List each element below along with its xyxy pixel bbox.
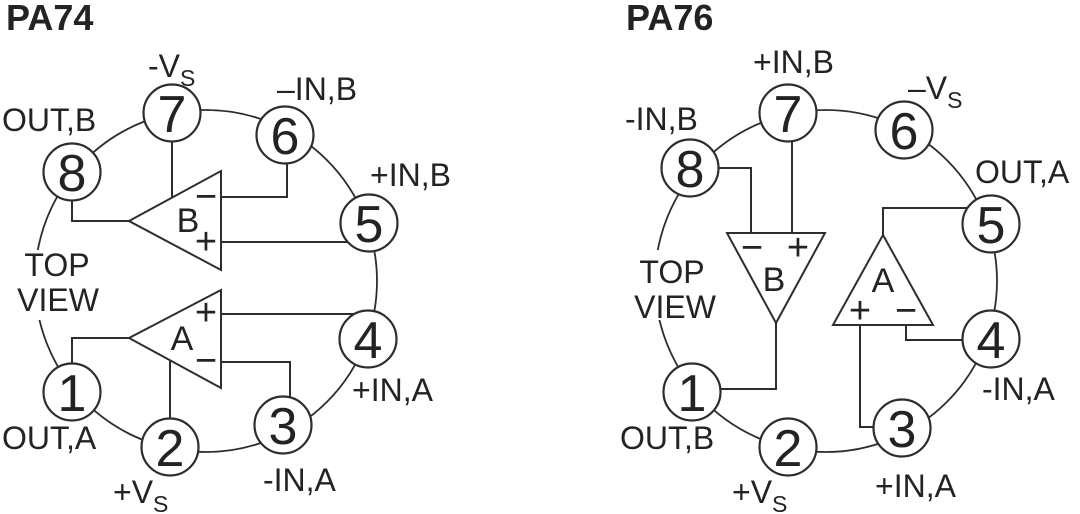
top-view-label-line2: VIEW: [634, 289, 717, 325]
opamp-a-triangle: [831, 232, 935, 326]
diagram-title: PA76: [626, 0, 713, 38]
opamp-b-triangle: [725, 232, 827, 326]
pin-2-number: 2: [774, 420, 803, 478]
pin-2-label: +VS: [732, 474, 787, 514]
opamp-a-letter: A: [872, 262, 895, 300]
pin-5-number: 5: [977, 197, 1006, 255]
pin-2-label: +VS: [113, 474, 168, 514]
opamp-b-letter: B: [763, 261, 786, 299]
pin-4-number: 4: [977, 312, 1006, 370]
pin-7-number: 7: [774, 86, 803, 144]
opamp-b-minus-sign: −: [195, 176, 217, 218]
pin-3-circle: [872, 398, 932, 458]
pin-3: 3: [253, 395, 313, 456]
view-label-backdrop: [632, 250, 720, 320]
diagram-pa76: PA76 B − + A + − 1 2 3: [620, 0, 1070, 514]
pin-4-label: +IN,A: [352, 372, 434, 408]
pin-8-label: -IN,B: [625, 101, 698, 137]
pin-5-circle: [961, 194, 1021, 254]
diagram-pa74: PA74 B − + A + − 1 2 3: [2, 0, 451, 514]
pin-1-circle: [662, 362, 722, 422]
pin-8-label: OUT,B: [2, 102, 96, 138]
pin-6-circle: [874, 100, 934, 160]
pin-8-circle: [42, 142, 102, 202]
opamp-a-plus-sign: +: [849, 290, 871, 332]
wire-pin8-to-ampB-output: [71, 200, 130, 222]
pin-5: 5: [961, 194, 1021, 255]
pin-8: 8: [42, 142, 102, 203]
opamp-b-letter: B: [177, 202, 200, 240]
pin-7: 7: [758, 83, 818, 144]
pin-5-circle: [339, 193, 399, 253]
pin-6-label: –IN,B: [277, 71, 357, 107]
wire-ampB-minus-to-pin6: [221, 164, 288, 198]
pin-1-number: 1: [58, 365, 87, 423]
pin-5: 5: [339, 193, 399, 254]
wire-ampA-output-to-pin5: [882, 207, 967, 235]
pin-2-number: 2: [156, 420, 185, 478]
opamp-a-letter: A: [171, 320, 194, 358]
pin-8-number: 8: [58, 145, 87, 203]
pin-3-circle: [253, 395, 313, 455]
opamp-b-plus-sign: +: [787, 227, 809, 269]
pin-6-number: 6: [271, 108, 300, 166]
opamp-a-minus-sign: −: [195, 340, 217, 382]
pin-7-circle: [142, 83, 202, 143]
pin-4: 4: [338, 309, 398, 370]
pin-3-number: 3: [269, 398, 298, 456]
pin-3: 3: [872, 398, 932, 459]
pin-4-label: -IN,A: [982, 371, 1056, 407]
diagram-title: PA74: [6, 0, 93, 38]
pin-7-circle: [758, 83, 818, 143]
top-view-label-line1: TOP: [639, 254, 704, 290]
pin-1-label: OUT,A: [2, 420, 97, 456]
wire-ampA-plus-to-pin3: [859, 325, 874, 428]
wire-pin1-to-ampA-output: [71, 337, 130, 364]
opamp-b-triangle: [126, 169, 222, 272]
pin-3-number: 3: [888, 401, 917, 459]
opamp-a-minus-sign: −: [895, 290, 917, 332]
pin-1-number: 1: [678, 365, 707, 423]
pin-6: 6: [874, 100, 934, 161]
top-view-label-line2: VIEW: [17, 282, 100, 318]
pin-6: 6: [255, 105, 315, 166]
pin-7-number: 7: [158, 86, 187, 144]
pin-3-label: +IN,A: [875, 468, 957, 504]
view-label-backdrop: [18, 250, 102, 320]
pin-7: 7: [142, 83, 202, 144]
pin-7-label: +IN,B: [753, 44, 834, 80]
wire-pin8-to-ampB-minus: [718, 167, 752, 233]
wire-ampA-minus-to-pin4: [905, 325, 962, 341]
opamp-a-plus-sign: +: [195, 292, 217, 334]
pin-5-label: OUT,A: [975, 154, 1070, 190]
top-view-label-line1: TOP: [24, 247, 89, 283]
pin-4: 4: [961, 309, 1021, 370]
pin-5-number: 5: [355, 196, 384, 254]
pin-2: 2: [140, 417, 200, 478]
pin-2: 2: [758, 417, 818, 478]
pin-6-number: 6: [890, 103, 919, 161]
opamp-a-triangle: [126, 288, 222, 390]
pin-4-circle: [961, 309, 1021, 369]
pin-2-circle: [140, 417, 200, 477]
pin-4-circle: [338, 309, 398, 369]
wire-ampB-output-to-pin1: [720, 323, 777, 390]
pin-2-circle: [758, 417, 818, 477]
pin-7-label: -VS: [148, 48, 195, 91]
pin-1: 1: [662, 362, 722, 423]
pin-1: 1: [42, 362, 102, 423]
pin-8-circle: [660, 138, 720, 198]
opamp-b-minus-sign: −: [741, 227, 763, 269]
pin-8-number: 8: [676, 141, 705, 199]
pin-1-label: OUT,B: [620, 420, 714, 456]
pin-8: 8: [660, 138, 720, 199]
pin-3-label: -IN,A: [263, 462, 337, 498]
pin-1-circle: [42, 362, 102, 422]
opamp-b-plus-sign: +: [195, 221, 217, 263]
wire-ampA-minus-to-pin3: [221, 361, 291, 398]
pin-6-label: –VS: [908, 70, 962, 113]
pin-4-number: 4: [354, 312, 383, 370]
pin-5-label: +IN,B: [370, 157, 451, 193]
pin-6-circle: [255, 105, 315, 165]
